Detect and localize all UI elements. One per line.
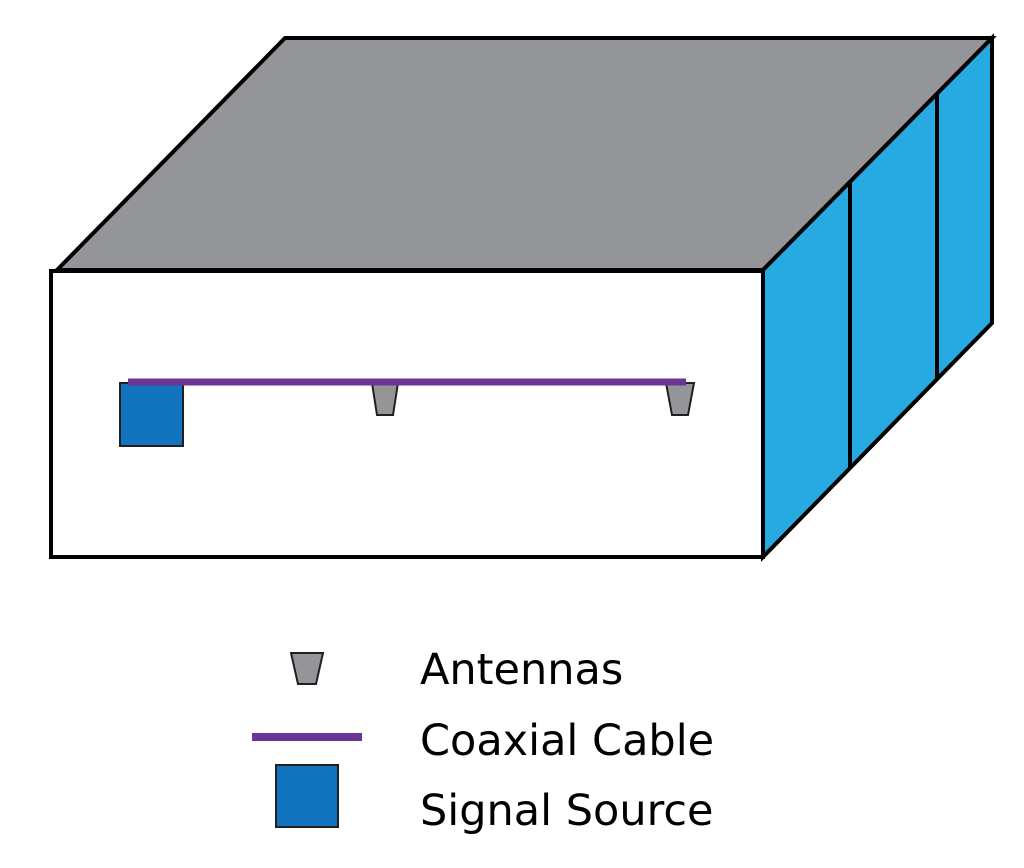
- legend-source-icon: [275, 764, 339, 828]
- legend: Antennas Coaxial Cable Signal Source: [252, 645, 714, 836]
- signal-source: [119, 382, 184, 447]
- legend-antenna-icon: [289, 652, 325, 685]
- antenna: [370, 382, 400, 416]
- legend-label-signal-source: Signal Source: [420, 786, 713, 836]
- antenna: [664, 382, 696, 416]
- legend-label-coaxial-cable: Coaxial Cable: [420, 716, 714, 766]
- legend-label-antennas: Antennas: [420, 645, 623, 695]
